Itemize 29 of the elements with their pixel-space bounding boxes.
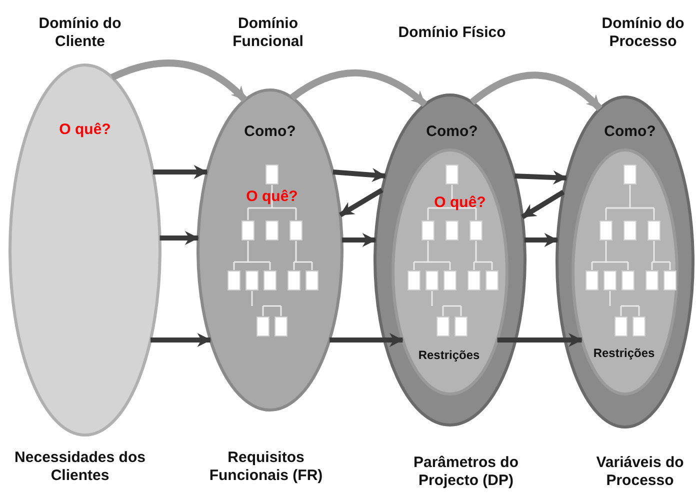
domain-caption: Requisitos Funcionais (FR) xyxy=(208,449,324,485)
question-label: O quê? xyxy=(58,121,112,139)
domain-heading: Domínio Físico xyxy=(397,24,507,42)
arrow xyxy=(150,333,212,347)
constraint-label: Restrições xyxy=(417,347,481,364)
domain-caption: Parâmetros do Projecto (DP) xyxy=(412,454,520,490)
arrow xyxy=(153,165,208,179)
question-label: Como? xyxy=(425,123,479,141)
domain-heading: Domínio do Cliente xyxy=(38,15,122,51)
arrow xyxy=(330,333,404,347)
arrow xyxy=(332,168,386,182)
arrow xyxy=(160,231,199,245)
question-label: O quê? xyxy=(433,194,487,212)
arrow xyxy=(514,170,568,184)
arrow xyxy=(470,72,602,112)
arrow xyxy=(339,188,384,218)
arrow xyxy=(110,60,248,102)
domain-heading: Domínio do Processo xyxy=(600,15,686,51)
arrow xyxy=(521,190,565,220)
arrow xyxy=(524,233,558,247)
constraint-label: Restrições xyxy=(592,345,656,362)
domain-heading: Domínio Funcional xyxy=(232,15,304,51)
question-label: Como? xyxy=(243,123,297,141)
domain-caption: Variáveis do Processo xyxy=(595,454,685,490)
arrow xyxy=(290,70,428,108)
domain-caption: Necessidades dos Clientes xyxy=(14,449,146,485)
arrow xyxy=(342,233,376,247)
question-label: O quê? xyxy=(245,188,299,206)
question-label: Como? xyxy=(603,123,657,141)
